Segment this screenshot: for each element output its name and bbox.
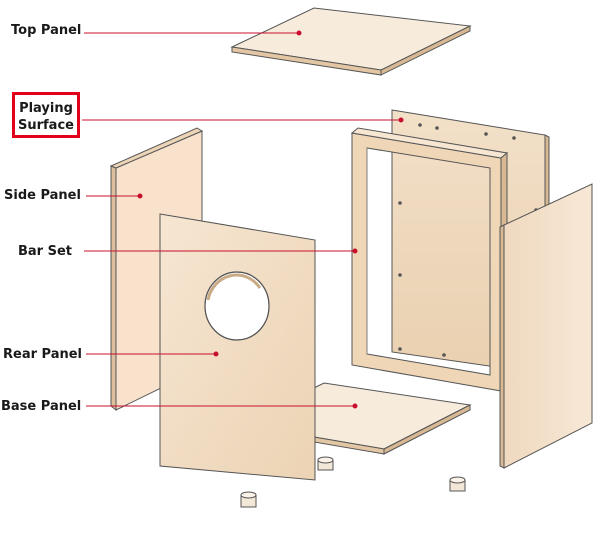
cajon-foot-right bbox=[449, 476, 466, 492]
label-base-panel: Base Panel bbox=[1, 399, 82, 414]
right-side-panel-part bbox=[499, 183, 593, 469]
leader-line-playing-surface bbox=[82, 117, 404, 123]
label-playing-line1: Playing bbox=[19, 101, 73, 116]
leader-line-rear-panel bbox=[86, 351, 219, 357]
label-top-panel: Top Panel bbox=[11, 23, 82, 38]
cajon-foot-front bbox=[317, 456, 334, 471]
label-playing-surface: Playing Surface bbox=[12, 92, 80, 138]
leader-line-side-panel bbox=[86, 193, 143, 199]
leader-line-top-panel bbox=[84, 30, 302, 36]
bar-set-part bbox=[350, 127, 509, 393]
leader-line-base-panel bbox=[86, 403, 358, 409]
label-rear-panel: Rear Panel bbox=[3, 347, 83, 362]
label-playing-line2: Surface bbox=[18, 118, 74, 133]
top-panel-part bbox=[230, 7, 472, 76]
cajon-foot-left bbox=[240, 491, 257, 508]
label-bar-set: Bar Set bbox=[18, 244, 73, 259]
rear-panel-part bbox=[159, 213, 316, 481]
leader-line-bar-set bbox=[84, 248, 358, 254]
label-side-panel: Side Panel bbox=[4, 188, 81, 203]
base-panel-part bbox=[313, 382, 472, 455]
